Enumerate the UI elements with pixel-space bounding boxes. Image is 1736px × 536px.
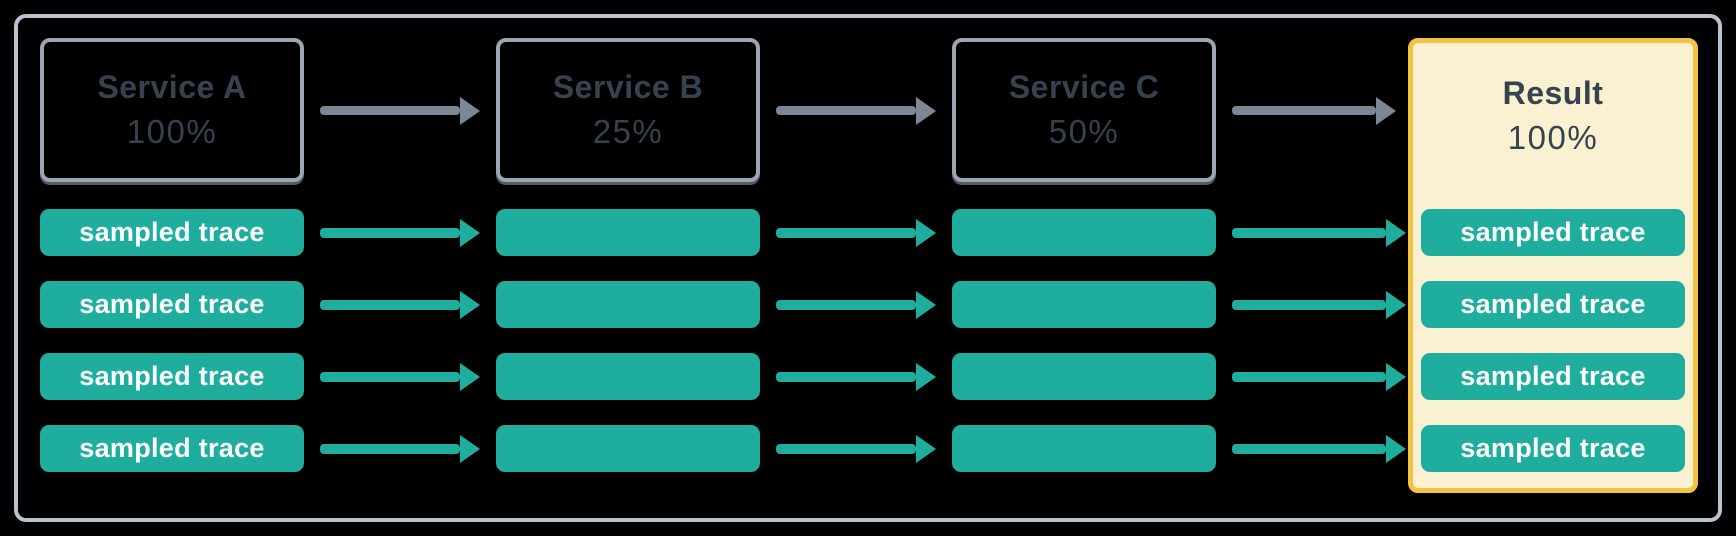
trace-flow-arrow-r2-b-c <box>776 300 916 310</box>
trace-pill-c-3 <box>952 353 1216 400</box>
trace-flow-arrow-r3-b-c <box>776 372 916 382</box>
trace-pill-c-4 <box>952 425 1216 472</box>
sampled-trace-pill-a-3: sampled trace <box>40 353 304 400</box>
sampled-trace-pill-result-2: sampled trace <box>1421 281 1685 328</box>
service-flow-arrow-b-c <box>776 106 916 115</box>
trace-pill-b-1 <box>496 209 760 256</box>
trace-pill-b-2 <box>496 281 760 328</box>
trace-pill-b-4 <box>496 425 760 472</box>
trace-flow-arrow-r1-c-result <box>1232 228 1386 238</box>
service-c-name: Service C <box>1008 69 1160 105</box>
service-box-a: Service A 100% <box>40 38 304 182</box>
trace-pill-c-2 <box>952 281 1216 328</box>
sampled-trace-pill-result-1: sampled trace <box>1421 209 1685 256</box>
trace-flow-arrow-r1-b-c <box>776 228 916 238</box>
trace-pill-b-3 <box>496 353 760 400</box>
sampled-trace-pill-a-1: sampled trace <box>40 209 304 256</box>
sampled-trace-pill-a-2: sampled trace <box>40 281 304 328</box>
sampled-trace-pill-result-3: sampled trace <box>1421 353 1685 400</box>
trace-flow-arrow-r3-a-b <box>320 372 460 382</box>
trace-flow-arrow-r4-c-result <box>1232 444 1386 454</box>
service-a-name: Service A <box>97 69 247 105</box>
trace-flow-arrow-r2-a-b <box>320 300 460 310</box>
trace-flow-arrow-r4-a-b <box>320 444 460 454</box>
service-a-sampling-rate: 100% <box>126 113 218 150</box>
result-rate: 100% <box>1507 119 1599 156</box>
result-title: Result <box>1502 75 1604 111</box>
sampled-trace-pill-a-4: sampled trace <box>40 425 304 472</box>
result-panel: Result 100% <box>1408 38 1698 493</box>
service-box-c: Service C 50% <box>952 38 1216 182</box>
service-b-name: Service B <box>552 69 704 105</box>
trace-flow-arrow-r3-c-result <box>1232 372 1386 382</box>
trace-flow-arrow-r1-a-b <box>320 228 460 238</box>
trace-pill-c-1 <box>952 209 1216 256</box>
service-flow-arrow-c-result <box>1232 106 1376 115</box>
diagram-frame <box>14 14 1722 522</box>
trace-flow-arrow-r4-b-c <box>776 444 916 454</box>
trace-flow-arrow-r2-c-result <box>1232 300 1386 310</box>
service-box-b: Service B 25% <box>496 38 760 182</box>
service-b-sampling-rate: 25% <box>592 113 664 150</box>
service-c-sampling-rate: 50% <box>1048 113 1120 150</box>
sampled-trace-pill-result-4: sampled trace <box>1421 425 1685 472</box>
service-flow-arrow-a-b <box>320 106 460 115</box>
